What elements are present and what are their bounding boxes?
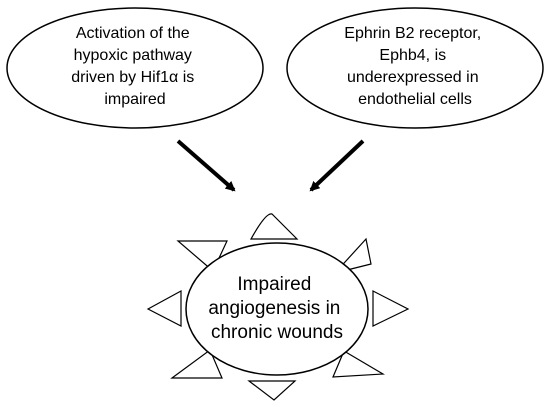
node-hypoxic-pathway: Activation of the hypoxic pathway driven… <box>6 7 264 129</box>
arrow-ephrin-to-outcome <box>309 139 365 192</box>
node-outcome-line-2: angiogenesis in <box>208 298 340 319</box>
node-ephrin-receptor-shape <box>286 7 544 129</box>
node-ephrin-receptor-line-3: underexpressed in <box>347 69 479 86</box>
node-ephrin-receptor-line-1: Ephrin B2 receptor, <box>344 25 481 42</box>
node-hypoxic-pathway-line-3: driven by Hif1α is <box>71 69 194 86</box>
node-outcome-shape <box>185 242 369 376</box>
node-hypoxic-pathway-shape <box>6 7 264 129</box>
ray-right <box>372 290 410 327</box>
node-hypoxic-pathway-line-1: Activation of the <box>76 25 190 42</box>
node-outcome-line-1: Impaired <box>237 274 311 295</box>
node-ephrin-receptor: Ephrin B2 receptor, Ephb4, is underexpre… <box>286 7 544 129</box>
ray-lower-right <box>332 350 385 378</box>
node-hypoxic-pathway-line-4: impaired <box>104 91 165 108</box>
node-hypoxic-pathway-label: Activation of the hypoxic pathway driven… <box>71 25 199 108</box>
node-outcome: Impaired angiogenesis in chronic wounds <box>185 242 369 376</box>
ray-lower-left <box>170 349 223 379</box>
node-hypoxic-pathway-line-2: hypoxic pathway <box>74 47 192 64</box>
ray-top <box>249 213 299 240</box>
node-outcome-label: Impaired angiogenesis in chronic wounds <box>208 274 345 343</box>
node-ephrin-receptor-line-2: Ephb4, is <box>379 47 446 64</box>
ray-left <box>146 289 182 327</box>
node-ephrin-receptor-label: Ephrin B2 receptor, Ephb4, is underexpre… <box>344 25 485 108</box>
ray-bottom <box>247 380 297 401</box>
node-ephrin-receptor-line-4: endothelial cells <box>358 91 472 108</box>
node-outcome-line-3: chronic wounds <box>211 322 343 343</box>
arrow-hypoxic-to-outcome <box>176 139 236 192</box>
